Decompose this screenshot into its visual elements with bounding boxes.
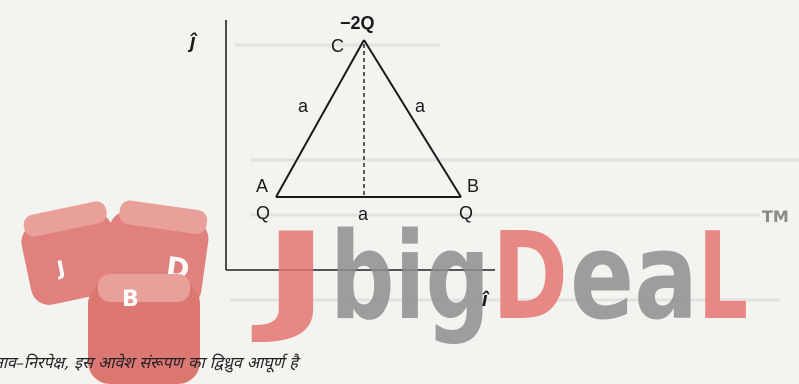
side-bc-label: a [415, 96, 426, 116]
watermark-letter-l: L [698, 208, 748, 347]
vertex-c-charge: −2Q [340, 13, 375, 33]
side-bc [363, 39, 462, 198]
die-left: J [21, 201, 122, 305]
y-unit-label: ĵ [187, 31, 198, 53]
watermark-letter-j: J [251, 208, 330, 347]
die-front: B [88, 274, 200, 384]
watermark-letters-big: big [330, 208, 490, 347]
background-ghost-text [230, 43, 799, 302]
side-ab-label: a [358, 204, 369, 224]
watermark-letters-ea: ea [570, 208, 698, 347]
side-ac [275, 39, 365, 198]
vertex-c-label: C [331, 36, 344, 56]
vertex-b-label: B [467, 176, 479, 196]
vertex-a-charge: Q [256, 203, 270, 223]
watermark-letter-d: D [492, 208, 568, 347]
caption-text: नाव–निरपेक्ष, इस आवेश संरूपण का द्विध्रु… [0, 353, 301, 373]
watermark-dice: J D B [21, 200, 209, 384]
axes [225, 20, 495, 271]
watermark-brand: J big D ea L TM [251, 207, 789, 347]
die-letter-b: B [122, 287, 139, 312]
watermark-trademark: TM [762, 207, 789, 226]
side-ac-label: a [298, 96, 309, 116]
x-unit-label: î [482, 289, 490, 311]
vertex-b-charge: Q [459, 203, 473, 223]
vertex-a-label: A [256, 176, 268, 196]
triangle [275, 39, 462, 198]
